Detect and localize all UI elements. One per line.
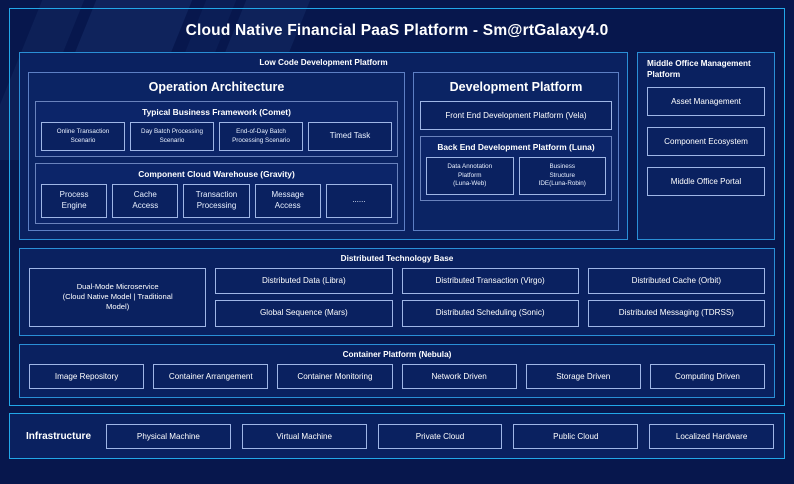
panel-container-platform[interactable]: Container Platform (Nebula) Image Reposi… bbox=[19, 343, 775, 398]
box-distributed-cache[interactable]: Distributed Cache (Orbit) bbox=[587, 267, 765, 295]
chip-row: Process Engine Cache Access Transaction … bbox=[41, 184, 393, 218]
chip-timed-task[interactable]: Timed Task bbox=[308, 122, 392, 151]
distributed-col-4: Distributed Cache (Orbit) Distributed Me… bbox=[587, 267, 765, 327]
box-distributed-scheduling[interactable]: Distributed Scheduling (Sonic) bbox=[401, 300, 579, 327]
panel-low-code-development-platform[interactable]: Low Code Development Platform Operation … bbox=[19, 52, 628, 240]
box-storage-driven[interactable]: Storage Driven bbox=[525, 363, 641, 389]
container-platform-title: Container Platform (Nebula) bbox=[342, 349, 452, 359]
chip-more-ellipsis[interactable]: ...... bbox=[325, 184, 393, 218]
box-distributed-messaging[interactable]: Distributed Messaging (TDRSS) bbox=[587, 300, 765, 327]
box-distributed-data[interactable]: Distributed Data (Libra) bbox=[215, 267, 393, 295]
infrastructure-label: Infrastructure bbox=[26, 430, 92, 442]
operation-architecture-title: Operation Architecture bbox=[148, 80, 285, 94]
box-physical-machine[interactable]: Physical Machine bbox=[106, 423, 231, 449]
box-computing-driven[interactable]: Computing Driven bbox=[649, 363, 766, 389]
distributed-col-2: Distributed Data (Libra) Global Sequence… bbox=[215, 267, 393, 327]
box-distributed-transaction[interactable]: Distributed Transaction (Virgo) bbox=[401, 267, 579, 295]
distributed-col-3: Distributed Transaction (Virgo) Distribu… bbox=[401, 267, 579, 327]
group-title: Back End Development Platform (Luna) bbox=[437, 142, 595, 152]
box-middle-office-portal[interactable]: Middle Office Portal bbox=[647, 167, 765, 197]
box-asset-management[interactable]: Asset Management bbox=[647, 87, 765, 117]
box-global-sequence[interactable]: Global Sequence (Mars) bbox=[215, 300, 393, 327]
box-network-driven[interactable]: Network Driven bbox=[401, 363, 517, 389]
group-back-end-development-platform[interactable]: Back End Development Platform (Luna) Dat… bbox=[420, 136, 612, 201]
chip-process-engine[interactable]: Process Engine bbox=[41, 184, 108, 218]
main-frame: Cloud Native Financial PaaS Platform - S… bbox=[9, 8, 785, 406]
chip-business-structure-ide[interactable]: Business Structure IDE(Luna-Robin) bbox=[518, 157, 606, 195]
distributed-base-grid: Dual-Mode Microservice (Cloud Native Mod… bbox=[20, 267, 774, 335]
container-platform-row: Image Repository Container Arrangement C… bbox=[20, 363, 774, 397]
box-virtual-machine[interactable]: Virtual Machine bbox=[241, 423, 367, 449]
box-public-cloud[interactable]: Public Cloud bbox=[513, 423, 639, 449]
distributed-base-title: Distributed Technology Base bbox=[340, 253, 454, 263]
panel-infrastructure[interactable]: Infrastructure Physical Machine Virtual … bbox=[9, 413, 785, 459]
chip-online-transaction-scenario[interactable]: Online Transaction Scenario bbox=[41, 122, 125, 151]
page-title: Cloud Native Financial PaaS Platform - S… bbox=[185, 22, 609, 39]
chip-row: Data Annotation Platform (Luna-Web) Busi… bbox=[426, 157, 606, 195]
chip-message-access[interactable]: Message Access bbox=[254, 184, 321, 218]
low-code-columns: Operation Architecture Typical Business … bbox=[20, 72, 627, 239]
box-dual-mode-microservice[interactable]: Dual-Mode Microservice (Cloud Native Mod… bbox=[29, 267, 207, 327]
development-platform-title: Development Platform bbox=[449, 80, 583, 94]
middle-office-title: Middle Office Management Platform bbox=[647, 59, 751, 80]
distributed-col-1: Dual-Mode Microservice (Cloud Native Mod… bbox=[29, 267, 207, 327]
group-title: Component Cloud Warehouse (Gravity) bbox=[138, 169, 295, 179]
subpanel-development-platform[interactable]: Development Platform Front End Developme… bbox=[413, 72, 619, 231]
chip-row: Online Transaction Scenario Day Batch Pr… bbox=[41, 122, 392, 151]
chip-data-annotation-platform[interactable]: Data Annotation Platform (Luna-Web) bbox=[426, 157, 514, 195]
chip-day-batch-processing-scenario[interactable]: Day Batch Processing Scenario bbox=[130, 122, 214, 151]
panel-distributed-technology-base[interactable]: Distributed Technology Base Dual-Mode Mi… bbox=[19, 247, 775, 336]
chip-cache-access[interactable]: Cache Access bbox=[112, 184, 179, 218]
chip-transaction-processing[interactable]: Transaction Processing bbox=[183, 184, 250, 218]
box-localized-hardware[interactable]: Localized Hardware bbox=[649, 423, 774, 449]
middle-office-list: Asset Management Component Ecosystem Mid… bbox=[638, 85, 774, 205]
low-code-title: Low Code Development Platform bbox=[259, 58, 388, 67]
panel-middle-office-management-platform[interactable]: Middle Office Management Platform Asset … bbox=[637, 52, 775, 240]
group-component-cloud-warehouse[interactable]: Component Cloud Warehouse (Gravity) Proc… bbox=[35, 163, 398, 224]
group-title: Typical Business Framework (Comet) bbox=[142, 107, 291, 117]
subpanel-operation-architecture[interactable]: Operation Architecture Typical Business … bbox=[28, 72, 405, 231]
top-row: Low Code Development Platform Operation … bbox=[19, 52, 775, 240]
box-front-end-development-platform[interactable]: Front End Development Platform (Vela) bbox=[420, 101, 612, 130]
box-container-arrangement[interactable]: Container Arrangement bbox=[153, 363, 269, 389]
box-private-cloud[interactable]: Private Cloud bbox=[377, 423, 503, 449]
box-image-repository[interactable]: Image Repository bbox=[29, 363, 145, 389]
chip-end-of-day-batch-processing-scenario[interactable]: End-of-Day Batch Processing Scenario bbox=[219, 122, 303, 151]
box-container-monitoring[interactable]: Container Monitoring bbox=[277, 363, 393, 389]
diagram-body: Low Code Development Platform Operation … bbox=[10, 52, 784, 406]
box-component-ecosystem[interactable]: Component Ecosystem bbox=[647, 127, 765, 157]
group-typical-business-framework[interactable]: Typical Business Framework (Comet) Onlin… bbox=[35, 101, 398, 157]
